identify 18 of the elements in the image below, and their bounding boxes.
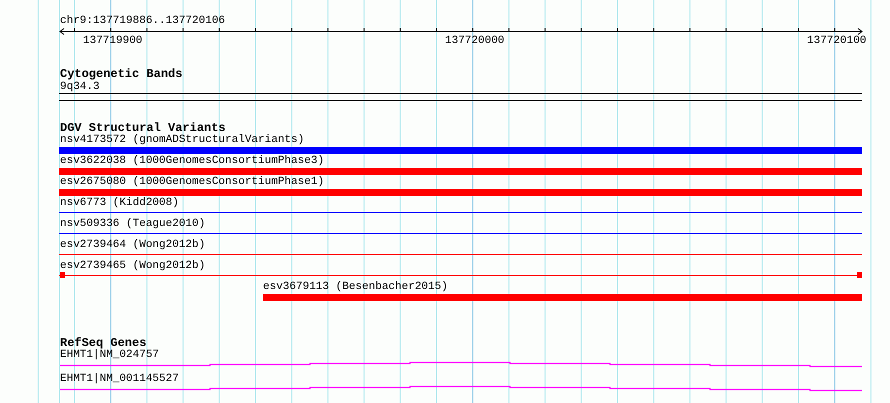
variant-label: esv2739465 (Wong2012b) bbox=[60, 260, 206, 272]
variant-label: esv3679113 (Besenbacher2015) bbox=[263, 281, 448, 293]
track-title: RefSeq Genes bbox=[60, 337, 146, 349]
variant-label: esv2739464 (Wong2012b) bbox=[60, 239, 206, 251]
track-title: DGV Structural Variants bbox=[60, 122, 226, 134]
variant-label: nsv4173572 (gnomADStructuralVariants) bbox=[60, 134, 304, 146]
region-coordinates: chr9:137719886..137720106 bbox=[60, 15, 226, 27]
track-title: Cytogenetic Bands bbox=[60, 68, 182, 80]
variant-label: nsv509336 (Teague2010) bbox=[60, 218, 206, 230]
variant-label: nsv6773 (Kidd2008) bbox=[60, 197, 179, 209]
tick-label: 137719900 bbox=[83, 35, 142, 47]
cytoband-label: 9q34.3 bbox=[60, 81, 100, 93]
tick-label: 137720000 bbox=[445, 35, 504, 47]
gene-label: EHMT1|NM_024757 bbox=[60, 349, 160, 361]
variant-label: esv2675080 (1000GenomesConsortiumPhase1) bbox=[60, 176, 324, 188]
gene-label: EHMT1|NM_001145527 bbox=[60, 373, 179, 385]
variant-label: esv3622038 (1000GenomesConsortiumPhase3) bbox=[60, 155, 324, 167]
tick-label: 137720100 bbox=[807, 35, 866, 47]
